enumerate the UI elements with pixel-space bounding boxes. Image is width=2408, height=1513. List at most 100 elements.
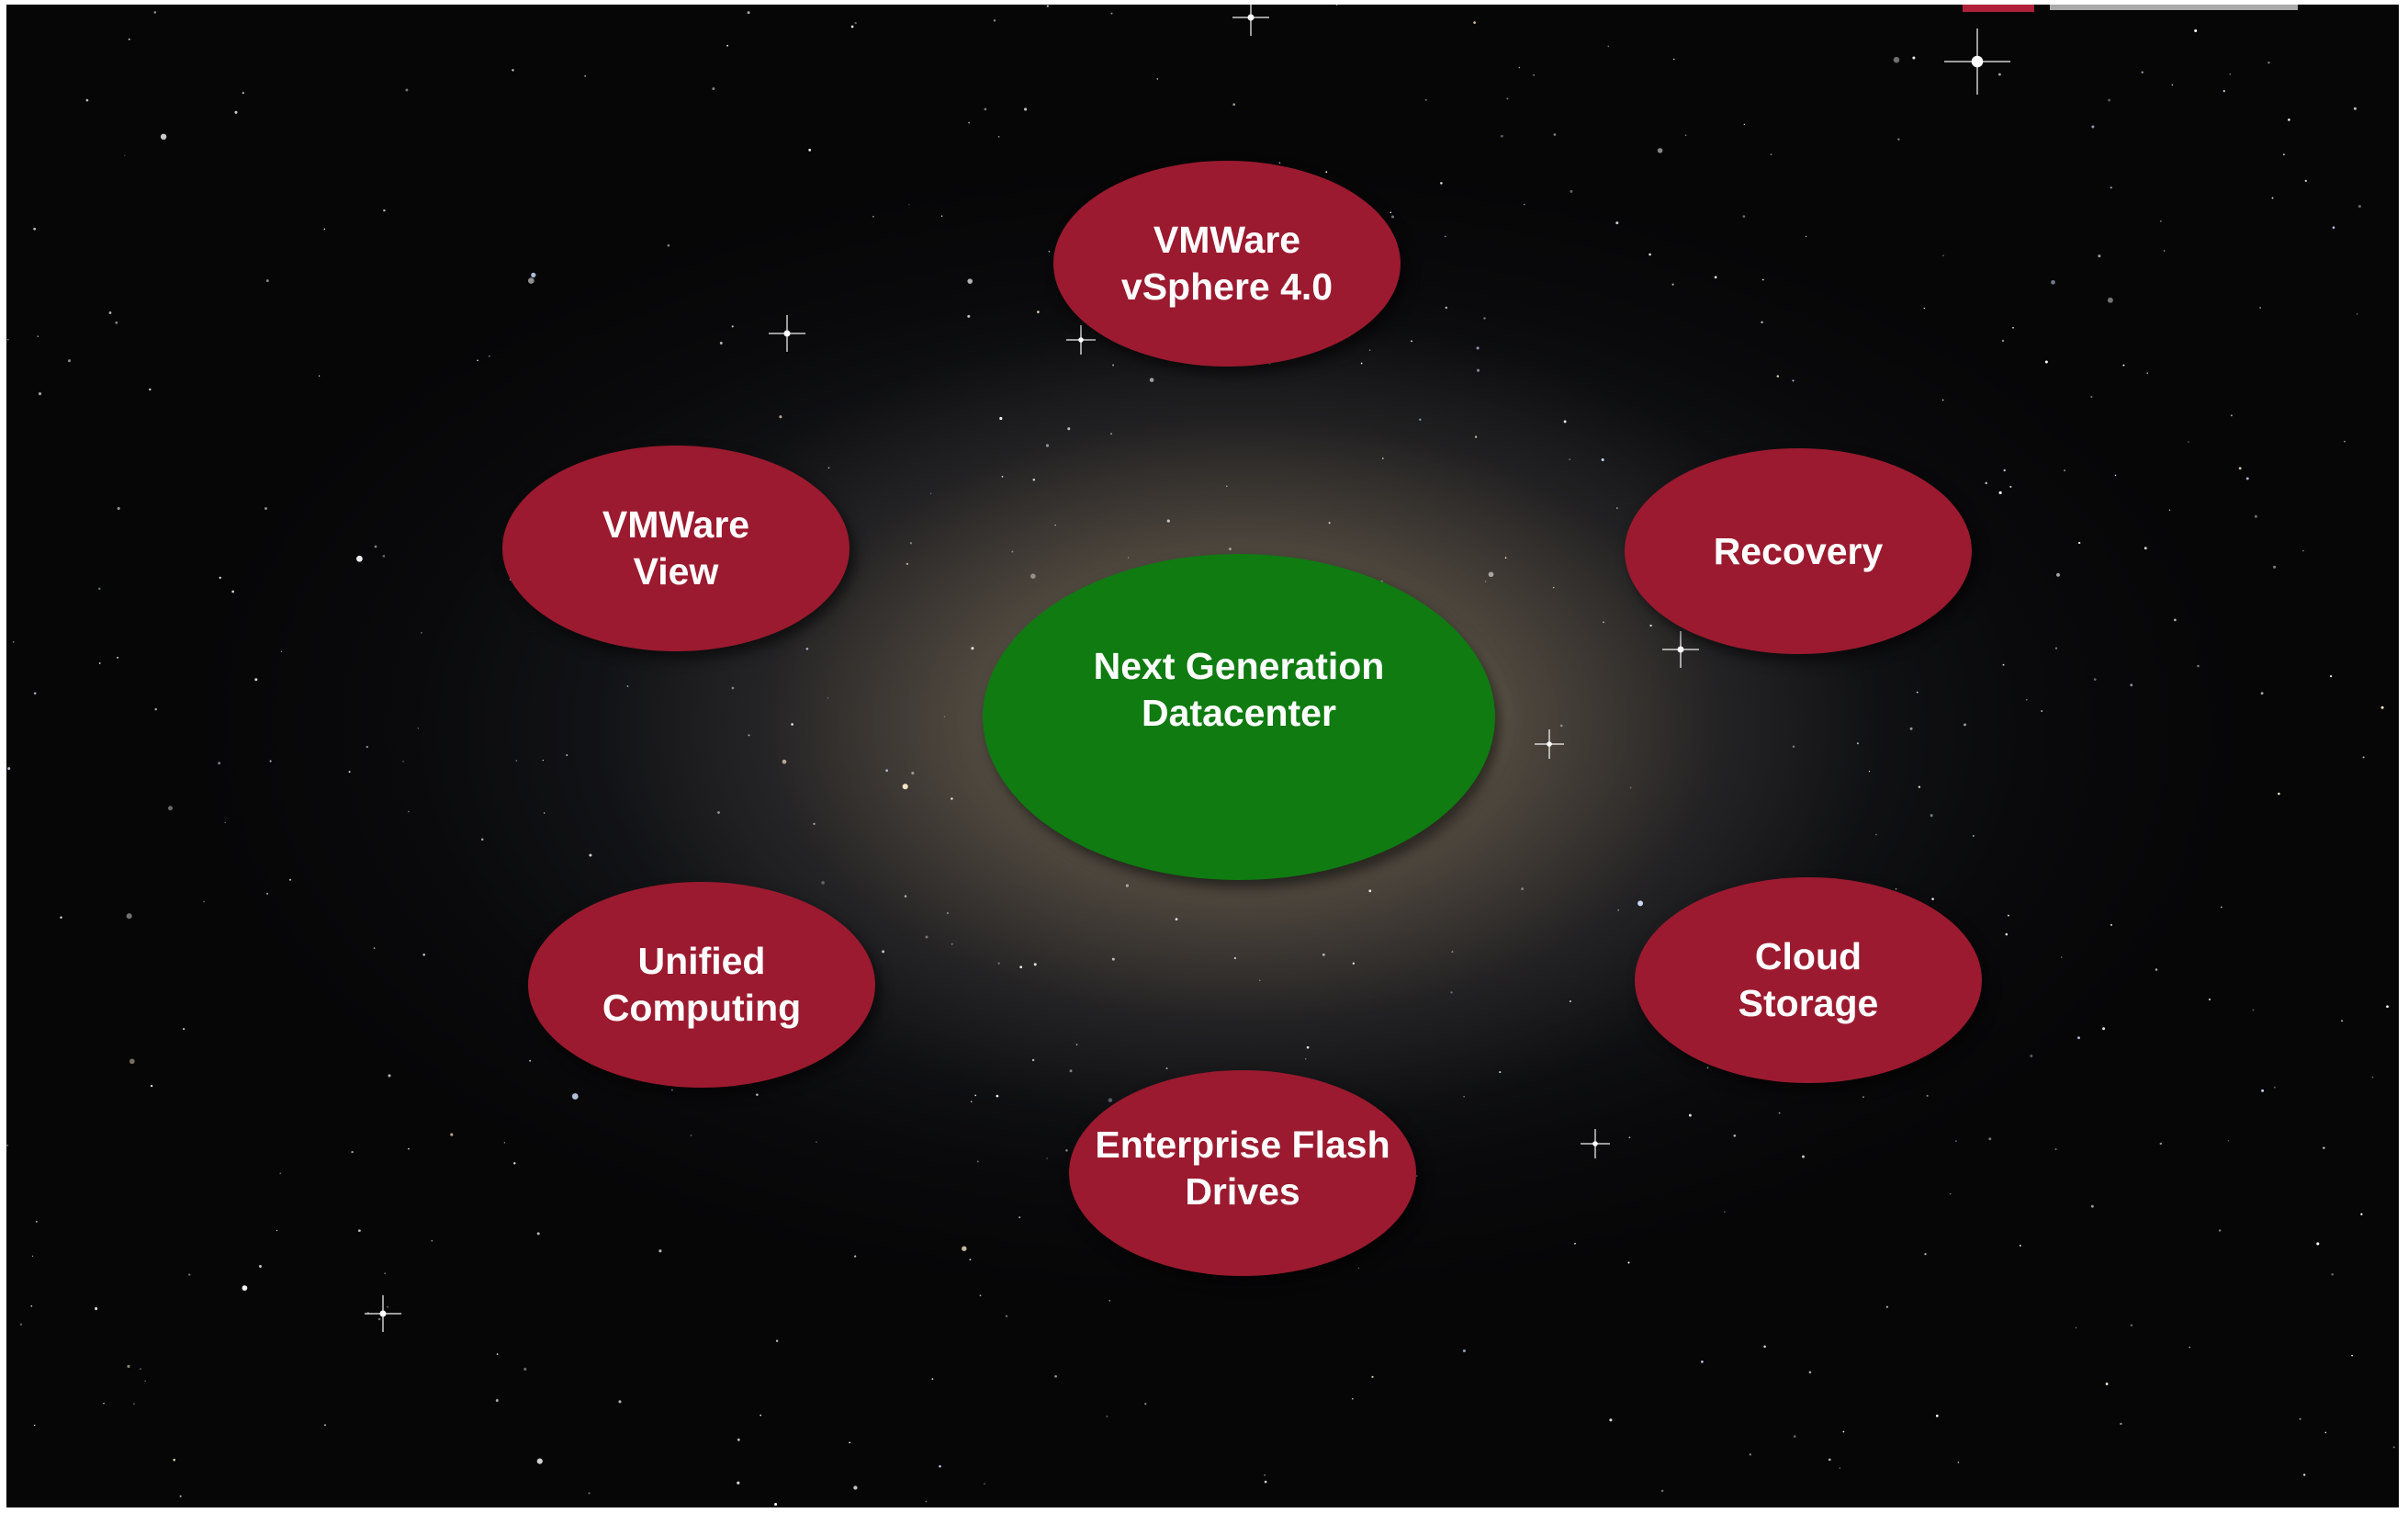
star bbox=[150, 1084, 153, 1088]
star bbox=[30, 1304, 33, 1307]
star bbox=[872, 215, 874, 218]
star bbox=[203, 900, 205, 903]
star bbox=[1391, 215, 1394, 219]
star bbox=[1106, 1415, 1108, 1417]
star bbox=[1828, 1458, 1831, 1462]
star bbox=[1278, 162, 1281, 164]
star bbox=[951, 943, 953, 945]
star bbox=[731, 325, 734, 328]
star bbox=[12, 641, 15, 643]
star bbox=[1972, 834, 1975, 837]
star bbox=[670, 1089, 673, 1091]
star bbox=[2188, 441, 2189, 443]
star bbox=[1792, 379, 1795, 382]
star bbox=[1166, 519, 1170, 523]
star bbox=[2130, 683, 2133, 687]
star bbox=[288, 878, 292, 881]
node-label: Cloud Storage bbox=[1738, 935, 1879, 1024]
star bbox=[1985, 481, 1987, 485]
star bbox=[726, 44, 729, 47]
star bbox=[1001, 476, 1004, 478]
star bbox=[1749, 1453, 1751, 1456]
star bbox=[717, 811, 720, 814]
bright-star bbox=[769, 315, 805, 352]
star bbox=[658, 1249, 662, 1253]
star bbox=[996, 1094, 999, 1098]
star bbox=[2302, 549, 2304, 552]
star bbox=[1500, 134, 1503, 138]
star bbox=[366, 745, 368, 749]
star bbox=[2323, 1146, 2325, 1149]
star bbox=[168, 806, 173, 811]
star bbox=[324, 1424, 326, 1427]
star bbox=[908, 204, 910, 206]
star bbox=[1488, 571, 1494, 578]
star bbox=[2098, 254, 2101, 258]
star bbox=[2007, 914, 2009, 917]
star bbox=[1523, 203, 1525, 206]
star bbox=[1909, 727, 1913, 730]
star bbox=[2386, 1005, 2389, 1009]
star bbox=[1935, 1414, 1939, 1417]
star bbox=[2252, 1009, 2255, 1011]
star bbox=[2002, 663, 2005, 666]
star bbox=[821, 881, 825, 885]
star bbox=[719, 342, 723, 344]
star bbox=[523, 1367, 527, 1371]
star bbox=[513, 1162, 516, 1165]
star bbox=[115, 321, 118, 324]
star bbox=[1484, 581, 1487, 582]
star bbox=[1931, 898, 1934, 900]
star bbox=[626, 685, 629, 687]
star bbox=[1054, 1374, 1057, 1378]
star bbox=[1868, 771, 1871, 773]
star bbox=[1232, 103, 1236, 107]
star bbox=[2025, 698, 2028, 701]
star bbox=[1688, 1113, 1692, 1117]
star bbox=[127, 1364, 130, 1368]
star bbox=[2220, 906, 2222, 909]
star bbox=[408, 810, 410, 813]
star bbox=[280, 650, 283, 653]
star bbox=[33, 1424, 36, 1427]
star bbox=[2164, 250, 2166, 252]
star bbox=[827, 467, 830, 469]
node-recovery: Recovery bbox=[1625, 448, 1972, 654]
star bbox=[2271, 197, 2274, 199]
star bbox=[1601, 458, 1604, 461]
star bbox=[909, 542, 913, 545]
star bbox=[356, 555, 363, 562]
star bbox=[1445, 306, 1448, 310]
star bbox=[1808, 1371, 1812, 1374]
star bbox=[421, 632, 422, 634]
star bbox=[968, 121, 971, 124]
star bbox=[1671, 283, 1674, 286]
star bbox=[1075, 1044, 1078, 1045]
star bbox=[2209, 999, 2211, 1000]
star bbox=[2330, 675, 2333, 678]
star bbox=[1144, 1403, 1147, 1406]
star bbox=[1570, 189, 1573, 193]
star bbox=[108, 311, 112, 314]
star bbox=[2273, 565, 2277, 569]
star bbox=[2254, 514, 2257, 518]
star bbox=[1763, 1345, 1766, 1349]
star bbox=[60, 916, 62, 919]
star bbox=[231, 590, 235, 593]
star bbox=[911, 772, 915, 775]
star bbox=[1440, 182, 1443, 185]
star bbox=[264, 507, 267, 510]
star bbox=[1476, 346, 1480, 350]
star bbox=[731, 686, 735, 690]
star bbox=[1031, 1058, 1035, 1062]
star bbox=[1390, 211, 1392, 214]
center-label: Next Generation Datacenter bbox=[1093, 644, 1385, 734]
star bbox=[117, 506, 120, 511]
star bbox=[967, 278, 973, 284]
star bbox=[1616, 507, 1618, 509]
star bbox=[1156, 78, 1159, 80]
star bbox=[1483, 317, 1486, 320]
star bbox=[2019, 1244, 2021, 1247]
star bbox=[1518, 66, 1521, 69]
star bbox=[1046, 5, 1049, 7]
